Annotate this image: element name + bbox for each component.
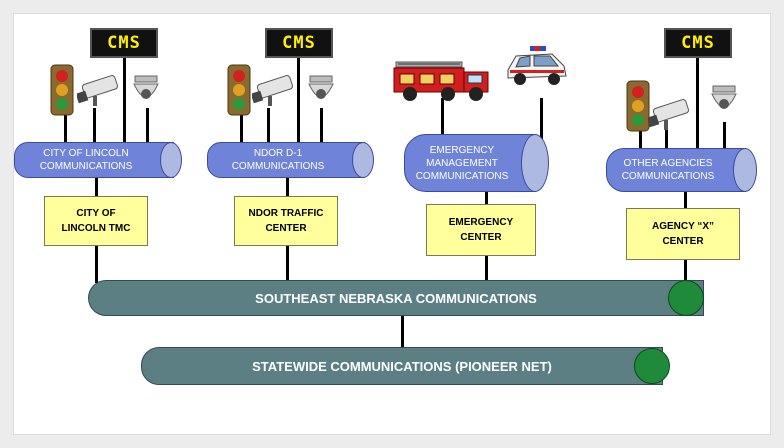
connector <box>441 98 444 140</box>
cms-sign-icon: CMS <box>90 28 158 58</box>
connector <box>320 108 323 156</box>
center-agency-x: AGENCY “X” CENTER <box>626 208 740 260</box>
connector <box>146 108 149 156</box>
fire-truck-icon <box>393 61 489 101</box>
bus-end <box>668 280 704 316</box>
diagram-canvas: CMS CMS <box>14 14 770 434</box>
connector <box>95 174 98 198</box>
traffic-signal-icon <box>227 64 251 116</box>
comm-node-city-of-lincoln: CITY OF LINCOLN COMMUNICATIONS <box>14 142 174 178</box>
center-city-of-lincoln-tmc: CITY OF LINCOLN TMC <box>44 196 148 246</box>
connector <box>684 190 687 209</box>
dome-camera-icon <box>133 75 159 99</box>
connector <box>665 122 668 156</box>
connector <box>123 54 126 156</box>
cylinder-end <box>160 142 182 178</box>
dome-camera-icon <box>308 75 334 99</box>
cctv-camera-icon <box>648 99 690 130</box>
comm-node-ndor-d1: NDOR D-1 COMMUNICATIONS <box>207 142 365 178</box>
comm-node-label: NDOR D-1 COMMUNICATIONS <box>231 148 325 172</box>
center-emergency: EMERGENCY CENTER <box>426 204 536 256</box>
comm-node-other-agencies: OTHER AGENCIES COMMUNICATIONS <box>606 148 746 192</box>
cylinder-end <box>733 148 757 192</box>
cctv-camera-icon <box>252 75 294 106</box>
cylinder-end <box>352 142 374 178</box>
bus-end <box>634 348 670 384</box>
bus-label: SOUTHEAST NEBRASKA COMMUNICATIONS <box>255 290 537 306</box>
connector <box>240 94 243 156</box>
connector <box>401 314 404 350</box>
connector <box>485 190 488 206</box>
traffic-signal-icon <box>626 80 650 132</box>
connector <box>95 245 98 283</box>
cylinder-end <box>521 134 549 192</box>
bus-southeast-nebraska: SOUTHEAST NEBRASKA COMMUNICATIONS <box>88 280 704 316</box>
connector <box>297 54 300 156</box>
traffic-signal-icon <box>50 64 74 116</box>
cms-sign-icon: CMS <box>265 28 333 58</box>
cms-sign-icon: CMS <box>664 28 732 58</box>
connector <box>540 98 543 140</box>
connector <box>64 94 67 156</box>
connector <box>286 174 289 198</box>
comm-node-label: EMERGENCY MANAGEMENT COMMUNICATIONS <box>415 144 509 182</box>
connector <box>639 114 642 156</box>
dome-camera-icon <box>711 85 737 109</box>
connector <box>286 244 289 283</box>
comm-node-emergency-management: EMERGENCY MANAGEMENT COMMUNICATIONS <box>404 134 536 192</box>
police-car-icon <box>507 46 567 85</box>
bus-statewide-pioneer-net: STATEWIDE COMMUNICATIONS (PIONEER NET) <box>141 347 663 385</box>
connector <box>723 122 726 156</box>
bus-label: STATEWIDE COMMUNICATIONS (PIONEER NET) <box>252 358 552 374</box>
connector <box>684 259 687 283</box>
center-ndor-traffic: NDOR TRAFFIC CENTER <box>234 196 338 246</box>
connector <box>93 108 96 156</box>
comm-node-label: CITY OF LINCOLN COMMUNICATIONS <box>39 148 133 172</box>
cctv-camera-icon <box>77 75 119 106</box>
comm-node-label: OTHER AGENCIES COMMUNICATIONS <box>621 158 715 182</box>
connector <box>485 254 488 283</box>
connector <box>696 54 699 156</box>
connector <box>267 108 270 156</box>
